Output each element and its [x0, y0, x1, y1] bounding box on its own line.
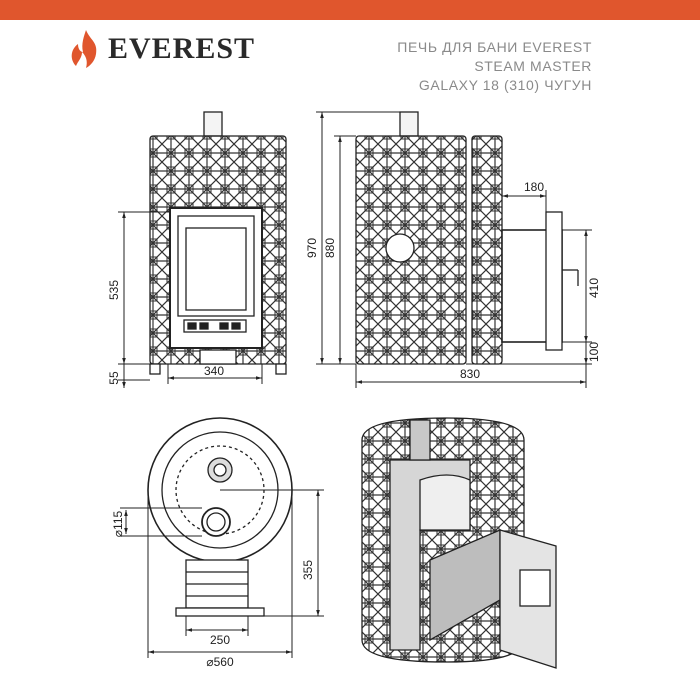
- dim-front-55: 55: [107, 371, 121, 385]
- dim-side-180: 180: [524, 180, 544, 194]
- dim-side-880: 880: [323, 238, 337, 258]
- front-glass-inner: [185, 227, 247, 311]
- dim-side-970: 970: [305, 238, 319, 258]
- front-ash-drawer: [183, 319, 247, 333]
- cutaway-chimney: [409, 419, 431, 461]
- side-door-plate: [545, 211, 563, 351]
- product-title: ПЕЧЬ ДЛЯ БАНИ EVEREST STEAM MASTER GALAX…: [397, 38, 592, 95]
- title-line-3: GALAXY 18 (310) ЧУГУН: [418, 77, 592, 93]
- brand-name: EVEREST: [108, 32, 256, 65]
- dim-top-560: ⌀560: [206, 655, 234, 669]
- dim-top-250: 250: [210, 633, 230, 647]
- dim-side-100: 100: [587, 342, 601, 362]
- front-base-tunnel: [199, 349, 237, 365]
- cutaway-3d-view: [361, 417, 557, 669]
- dim-side-410: 410: [587, 278, 601, 298]
- dim-side-830: 830: [460, 367, 480, 381]
- title-line-1: ПЕЧЬ ДЛЯ БАНИ EVEREST: [397, 39, 592, 55]
- brand-logo: EVEREST: [60, 28, 260, 78]
- brand-color-bar: [0, 0, 700, 20]
- dim-top-115: ⌀115: [111, 510, 125, 537]
- side-view: [355, 111, 579, 365]
- dim-front-340: 340: [204, 364, 224, 378]
- dim-front-535: 535: [107, 280, 121, 300]
- side-round-ornament: [385, 233, 415, 263]
- title-line-2: STEAM MASTER: [474, 58, 592, 74]
- flame-icon: [71, 30, 97, 68]
- front-view: [149, 111, 287, 375]
- dim-top-355: 355: [301, 560, 315, 580]
- side-rear-panel: [471, 135, 503, 365]
- front-chimney: [203, 111, 223, 137]
- top-view: [147, 417, 293, 617]
- side-chimney: [399, 111, 419, 137]
